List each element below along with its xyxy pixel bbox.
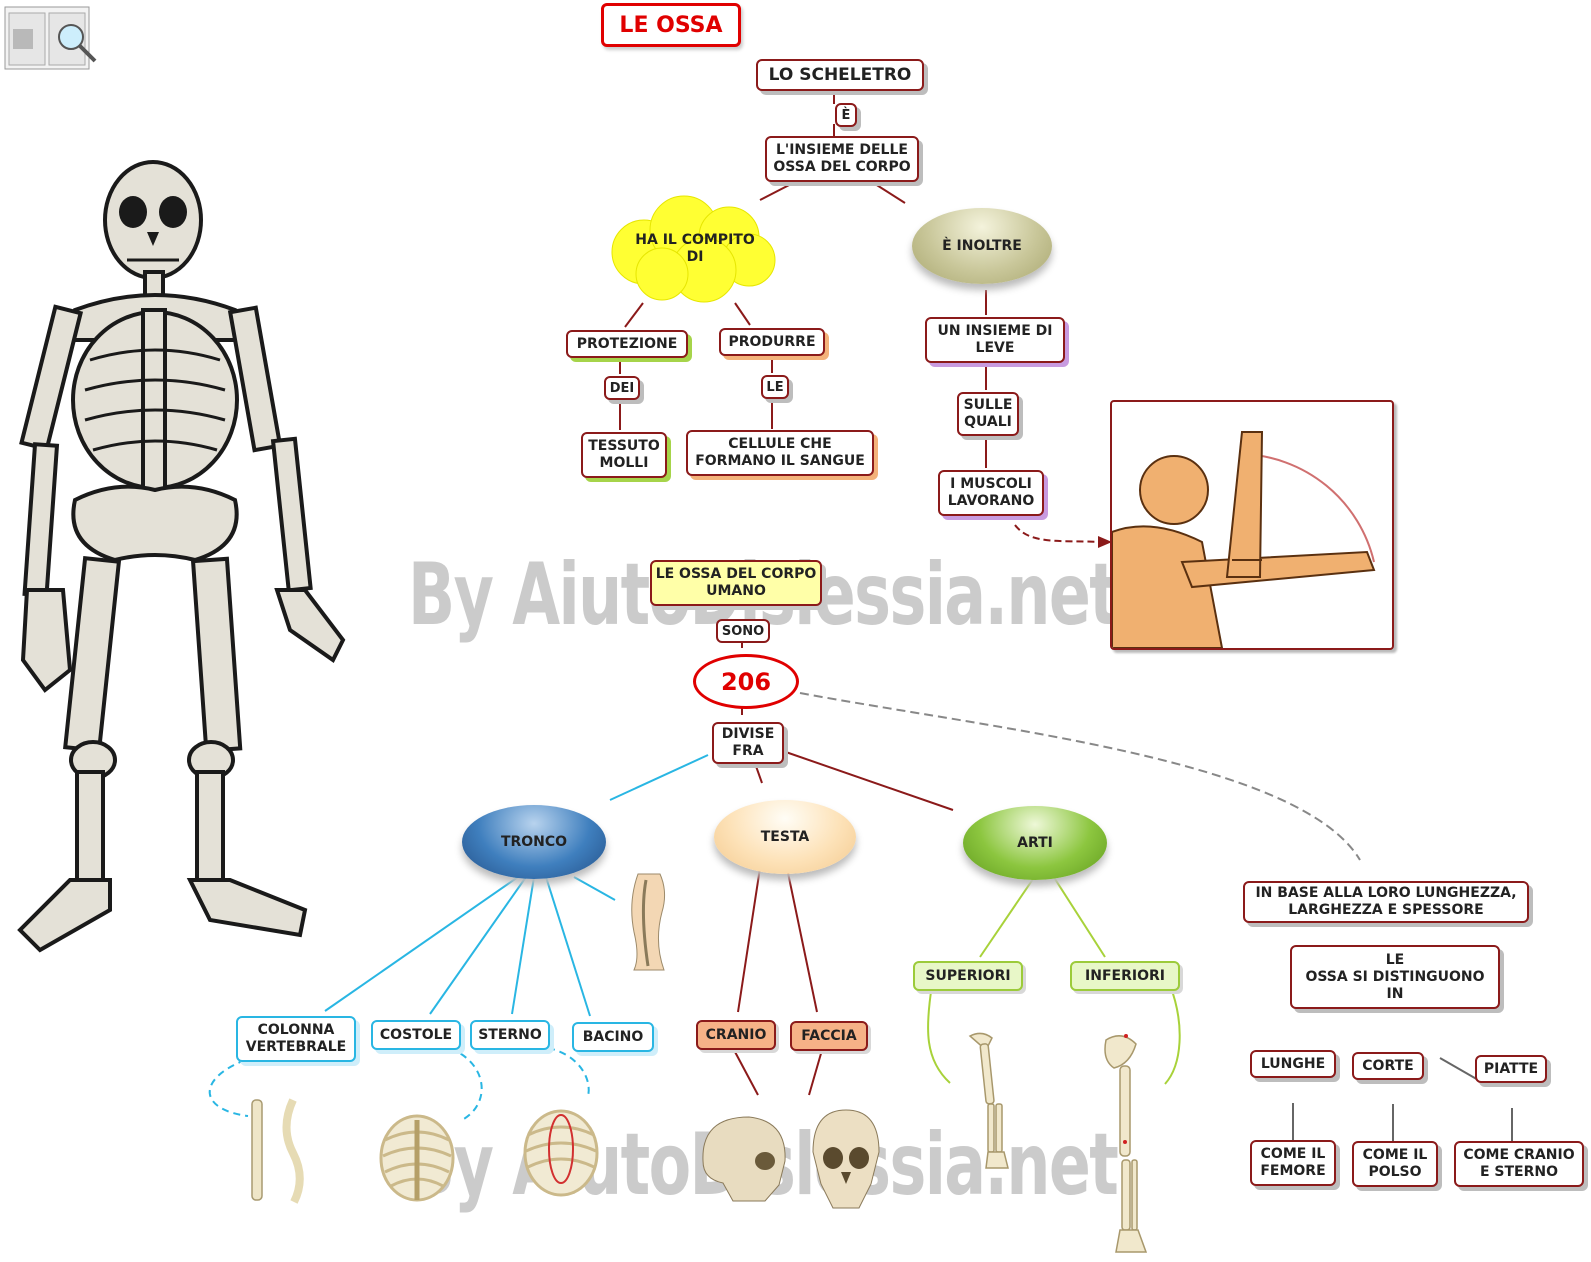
blood-cells-node: CELLULE CHE FORMANO IL SANGUE [686, 430, 874, 476]
face-node: FACCIA [790, 1021, 868, 1051]
are-connector: SONO [716, 619, 770, 643]
book-logo-icon [4, 6, 97, 70]
sternum-node: STERNO [470, 1020, 550, 1050]
ribs-node: COSTOLE [371, 1020, 461, 1050]
leg-bone-illustration [1104, 1034, 1148, 1253]
human-skeleton-illustration [17, 160, 346, 953]
classification-basis-node: IN BASE ALLA LORO LUNGHEZZA, LARGHEZZA E… [1243, 881, 1529, 923]
definition-node: L'INSIEME DELLE OSSA DEL CORPO [765, 136, 919, 182]
bones-of-body-node: LE OSSA DEL CORPO UMANO [650, 560, 822, 606]
divided-connector: DIVISE FRA [712, 722, 784, 764]
distinguish-node: LE OSSA SI DISTINGUONO IN [1290, 945, 1500, 1009]
task-node: HA IL COMPITO DI [635, 232, 755, 265]
flat-example-node: COME CRANIO E STERNO [1454, 1141, 1584, 1187]
long-bones-node: LUNGHE [1250, 1050, 1336, 1078]
arm-lever-frame [1110, 400, 1394, 650]
arm-lever-illustration [1112, 431, 1376, 648]
trunk-node: TRONCO [462, 805, 606, 879]
skeleton-node: LO SCHELETRO [756, 59, 924, 91]
sternum-illustration [523, 1109, 599, 1197]
upper-limbs-node: SUPERIORI [913, 961, 1023, 991]
is-connector: È [835, 103, 857, 127]
skull-side-illustration [702, 1116, 786, 1202]
also-node: È INOLTRE [912, 208, 1052, 284]
limbs-node: ARTI [963, 806, 1107, 880]
ribcage-illustration [379, 1114, 455, 1202]
page-title: LE OSSA [601, 3, 741, 47]
spine-node: COLONNA VERTEBRALE [236, 1016, 356, 1062]
lower-limbs-node: INFERIORI [1070, 961, 1180, 991]
the-connector: LE [761, 375, 789, 399]
short-example-node: COME IL POLSO [1352, 1141, 1438, 1187]
muscles-node: I MUSCOLI LAVORANO [938, 470, 1044, 516]
spine-illustration [251, 1098, 304, 1204]
skull-front-illustration [812, 1109, 880, 1209]
bone-count-node: 206 [693, 654, 799, 709]
flat-bones-node: PIATTE [1475, 1055, 1547, 1083]
arm-bone-illustration [968, 1032, 1009, 1169]
produce-node: PRODURRE [719, 328, 825, 356]
soft-tissue-node: TESSUTO MOLLI [581, 432, 667, 478]
long-example-node: COME IL FEMORE [1250, 1140, 1336, 1186]
task-cloud-shape [611, 195, 776, 303]
of-connector: DEI [604, 376, 640, 400]
short-bones-node: CORTE [1352, 1052, 1424, 1080]
trunk-illustration [631, 873, 666, 971]
head-node: TESTA [714, 800, 856, 874]
levers-node: UN INSIEME DI LEVE [925, 317, 1065, 363]
skull-node: CRANIO [696, 1020, 776, 1050]
protection-node: PROTEZIONE [566, 330, 688, 358]
pelvis-node: BACINO [572, 1022, 654, 1052]
on-which-node: SULLE QUALI [957, 392, 1019, 436]
